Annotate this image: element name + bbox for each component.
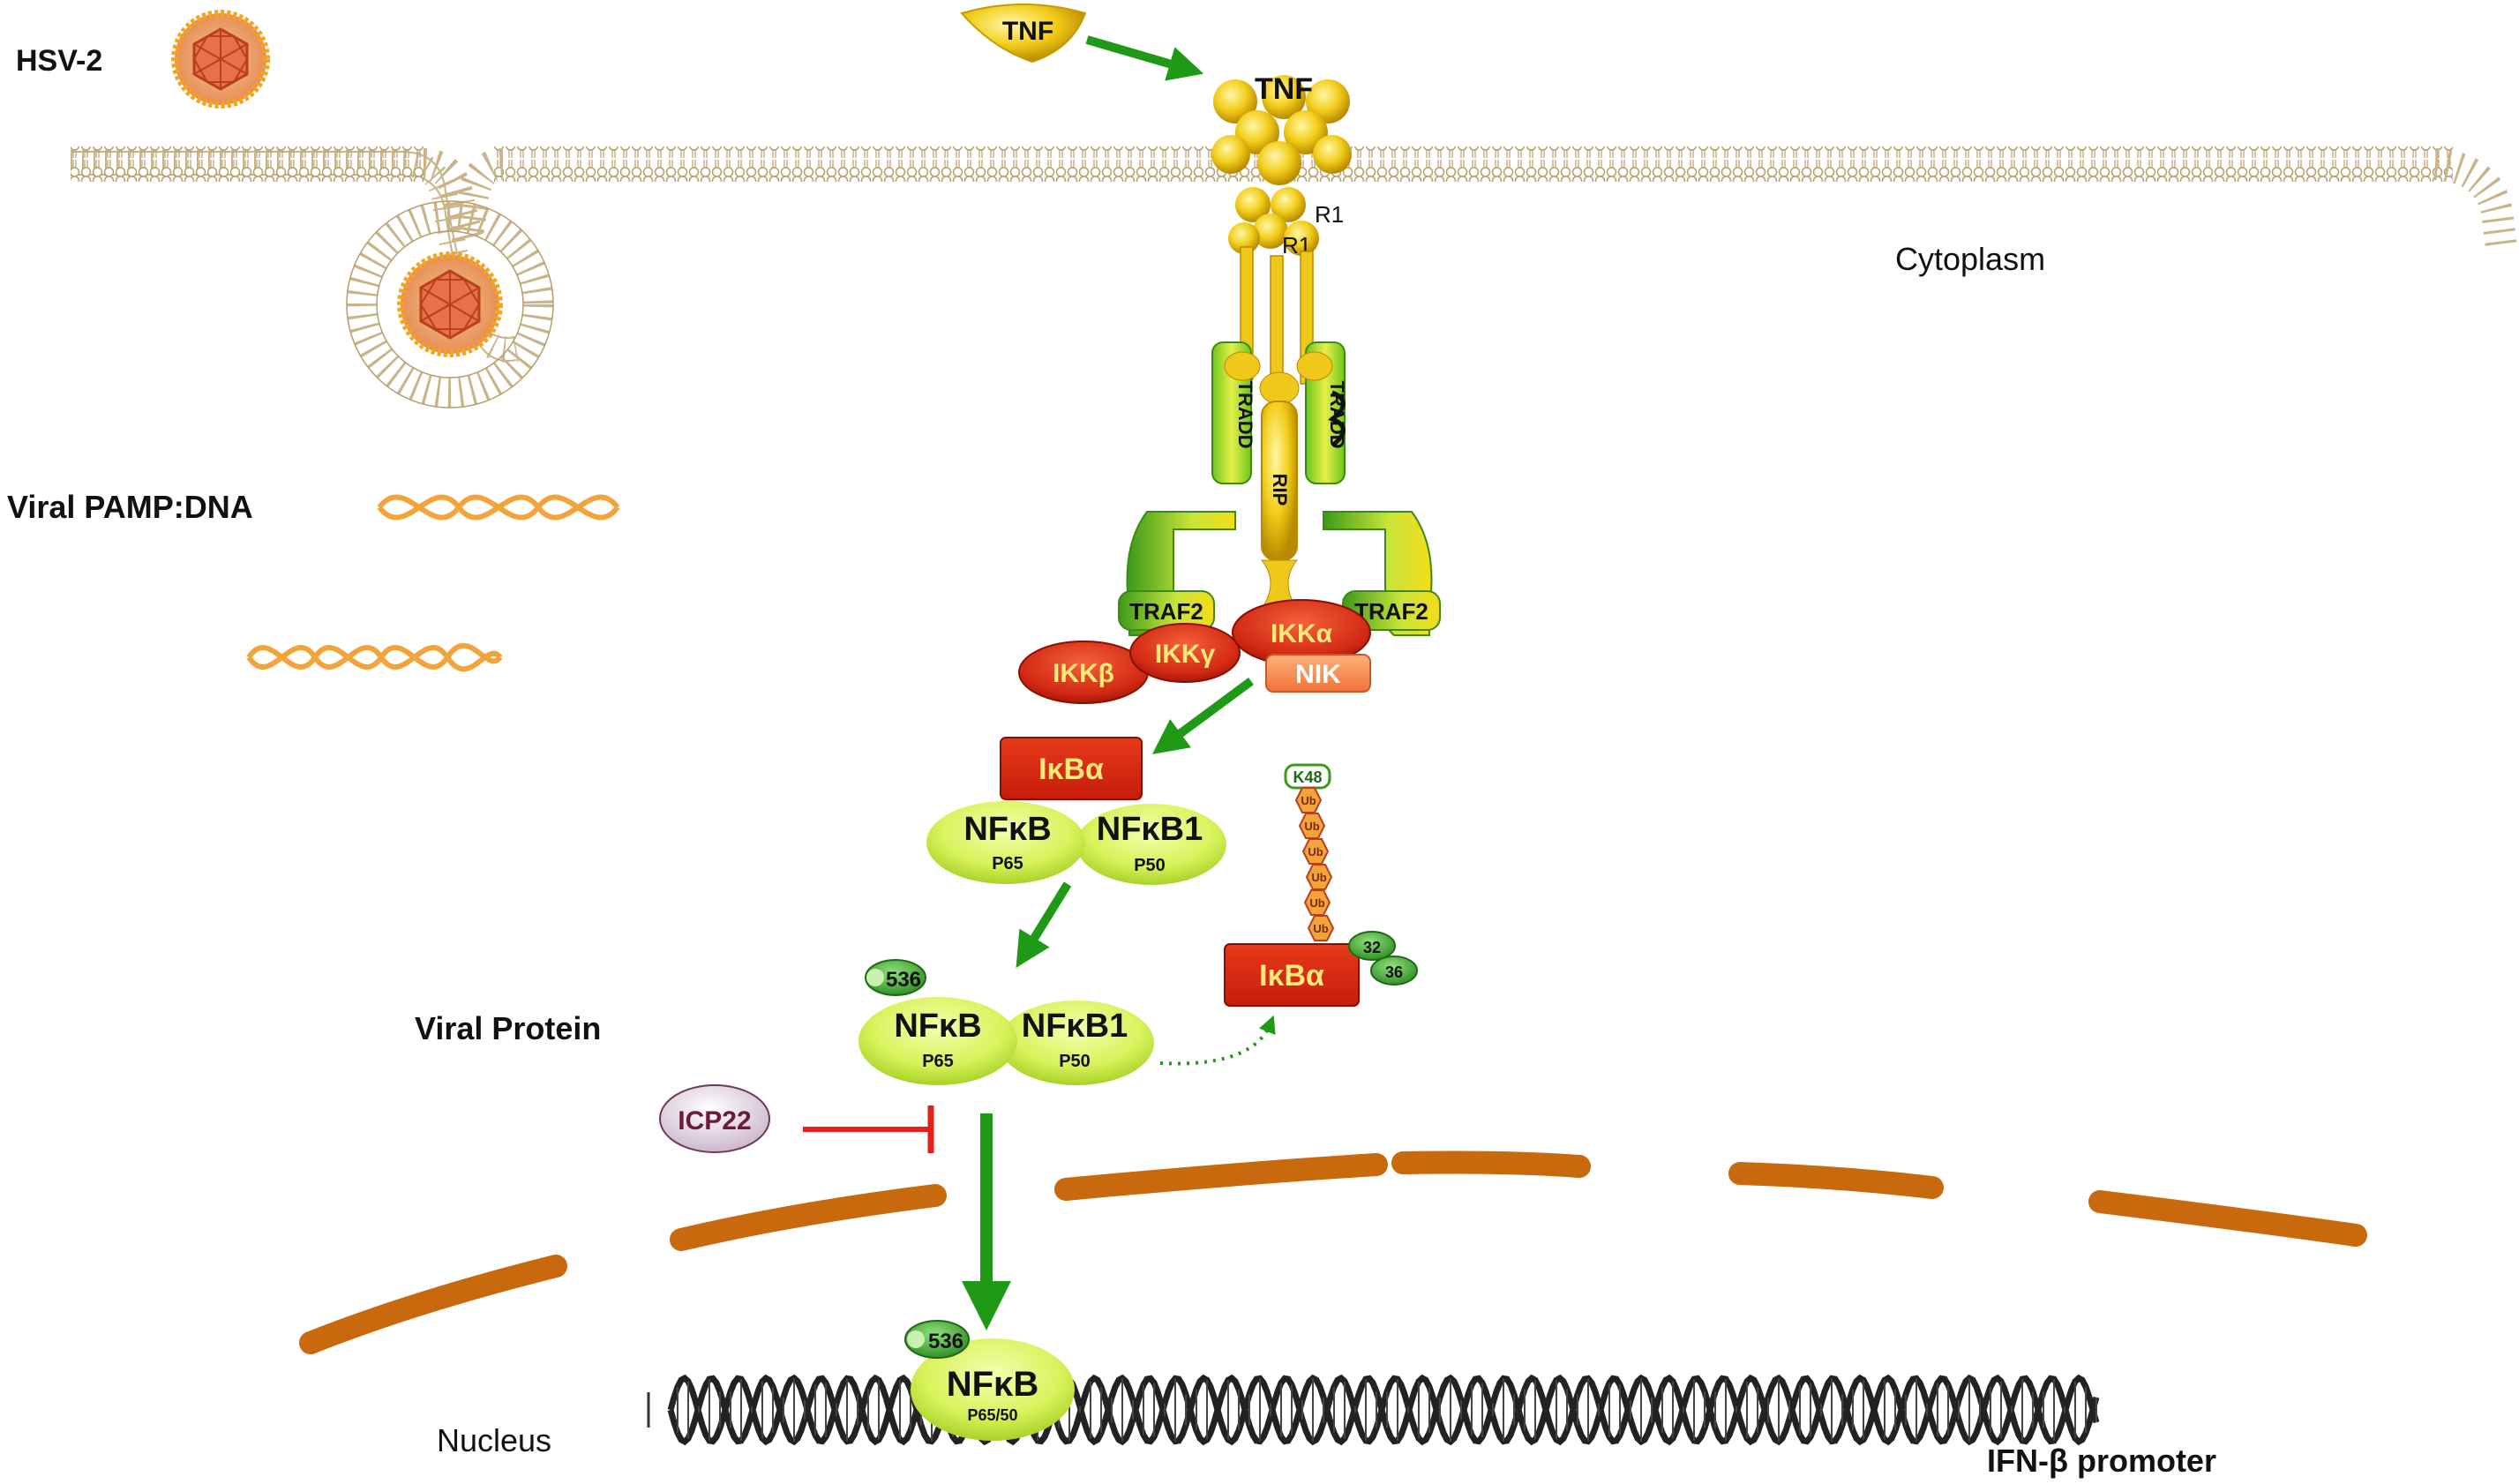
ikba-label: IκBα xyxy=(1038,753,1104,786)
tradd-rip-complex: TRADD TRADD RIP xyxy=(1211,341,1348,610)
tnf-ligand-label: TNF xyxy=(1002,17,1053,46)
ikk-beta-label: IKKβ xyxy=(1053,659,1114,688)
ikba-degraded: IκBα 32 36 xyxy=(1224,931,1418,1007)
traf2-left: TRAF2 xyxy=(1118,511,1236,636)
tradd-label: TRADD xyxy=(1326,381,1348,449)
degradation-arrow xyxy=(1159,1015,1276,1066)
nuclear-envelope xyxy=(299,1150,2367,1354)
dna-helix-icon xyxy=(246,642,503,672)
s32-label: 32 xyxy=(1363,939,1381,956)
s536-label: 536 xyxy=(928,1330,963,1353)
traf2-label: TRAF2 xyxy=(1129,598,1203,625)
tnf-trimer: TNF xyxy=(1211,72,1352,185)
activation-arrow xyxy=(1016,881,1072,969)
k48-label: K48 xyxy=(1293,768,1322,786)
s36-label: 36 xyxy=(1385,963,1403,981)
virus-capsid-icon xyxy=(171,10,270,109)
rip-label: RIP xyxy=(1269,474,1291,506)
virus-capsid-icon xyxy=(397,251,503,357)
ub-label: Ub xyxy=(1304,820,1319,833)
endosome-vesicle xyxy=(346,200,554,408)
ikba-nfkb-complex: IκBα NFκB P65 NFκB1 P50 xyxy=(926,737,1226,885)
nfkb-phospho-complex: 536 NFκB P65 NFκB1 P50 xyxy=(858,959,1154,1085)
activation-arrow xyxy=(1151,677,1254,754)
tnf-receptor-label: TNF xyxy=(1255,72,1313,106)
activation-arrow xyxy=(1085,35,1204,81)
viral-pamp-label: Viral PAMP:DNA xyxy=(7,489,253,525)
nfkb-label: NFκB xyxy=(963,811,1051,848)
inhibition-arrow xyxy=(803,1106,934,1153)
icp22-protein: ICP22 xyxy=(659,1084,770,1153)
ub-label: Ub xyxy=(1308,845,1323,858)
ikba-label: IκBα xyxy=(1259,959,1324,993)
ikk-gamma-label: IKKγ xyxy=(1155,640,1216,669)
traf2-label: TRAF2 xyxy=(1354,598,1428,625)
p50-label: P50 xyxy=(1059,1052,1091,1071)
nfkb-nuclear: 536 NFκB P65/50 xyxy=(904,1320,1075,1441)
tnf-receptor-r1: R1 R1 xyxy=(1228,187,1344,389)
icp22-label: ICP22 xyxy=(678,1106,751,1135)
ub-label: Ub xyxy=(1313,922,1328,935)
s536-label: 536 xyxy=(886,968,921,992)
p65-label: P65 xyxy=(992,854,1023,873)
ikk-alpha-label: IKKα xyxy=(1271,619,1333,648)
ub-label: Ub xyxy=(1311,871,1326,884)
hsv2-label: HSV-2 xyxy=(16,44,102,78)
viral-protein-label: Viral Protein xyxy=(415,1010,601,1046)
p6550-label: P65/50 xyxy=(967,1406,1017,1424)
traf2-right: TRAF2 xyxy=(1323,511,1441,636)
dna-helix-icon xyxy=(647,1374,2100,1446)
nfkb-label: NFκB xyxy=(947,1365,1039,1404)
tradd-label: TRADD xyxy=(1234,381,1256,449)
nfkb1-label: NFκB1 xyxy=(1022,1008,1128,1045)
dna-helix-icon xyxy=(377,494,620,521)
nfkb-label: NFκB xyxy=(894,1008,981,1045)
ifn-promoter-label: IFN-β promoter xyxy=(1987,1443,2216,1479)
ubiquitin-chain-icon: K48 Ub Ub Ub Ub Ub Ub xyxy=(1284,763,1335,941)
nfkb1-label: NFκB1 xyxy=(1097,811,1203,848)
ub-label: Ub xyxy=(1301,794,1316,807)
p50-label: P50 xyxy=(1134,856,1166,875)
ikk-complex: IKKβ IKKγ IKKα NIK xyxy=(1018,599,1371,704)
nik-label: NIK xyxy=(1295,660,1341,689)
p65-label: P65 xyxy=(922,1052,954,1071)
ub-label: Ub xyxy=(1309,896,1324,910)
r1-label: R1 xyxy=(1315,201,1344,228)
nucleus-label: Nucleus xyxy=(437,1422,551,1458)
cytoplasm-label: Cytoplasm xyxy=(1895,241,2045,277)
tnf-ligand: TNF xyxy=(960,4,1087,64)
